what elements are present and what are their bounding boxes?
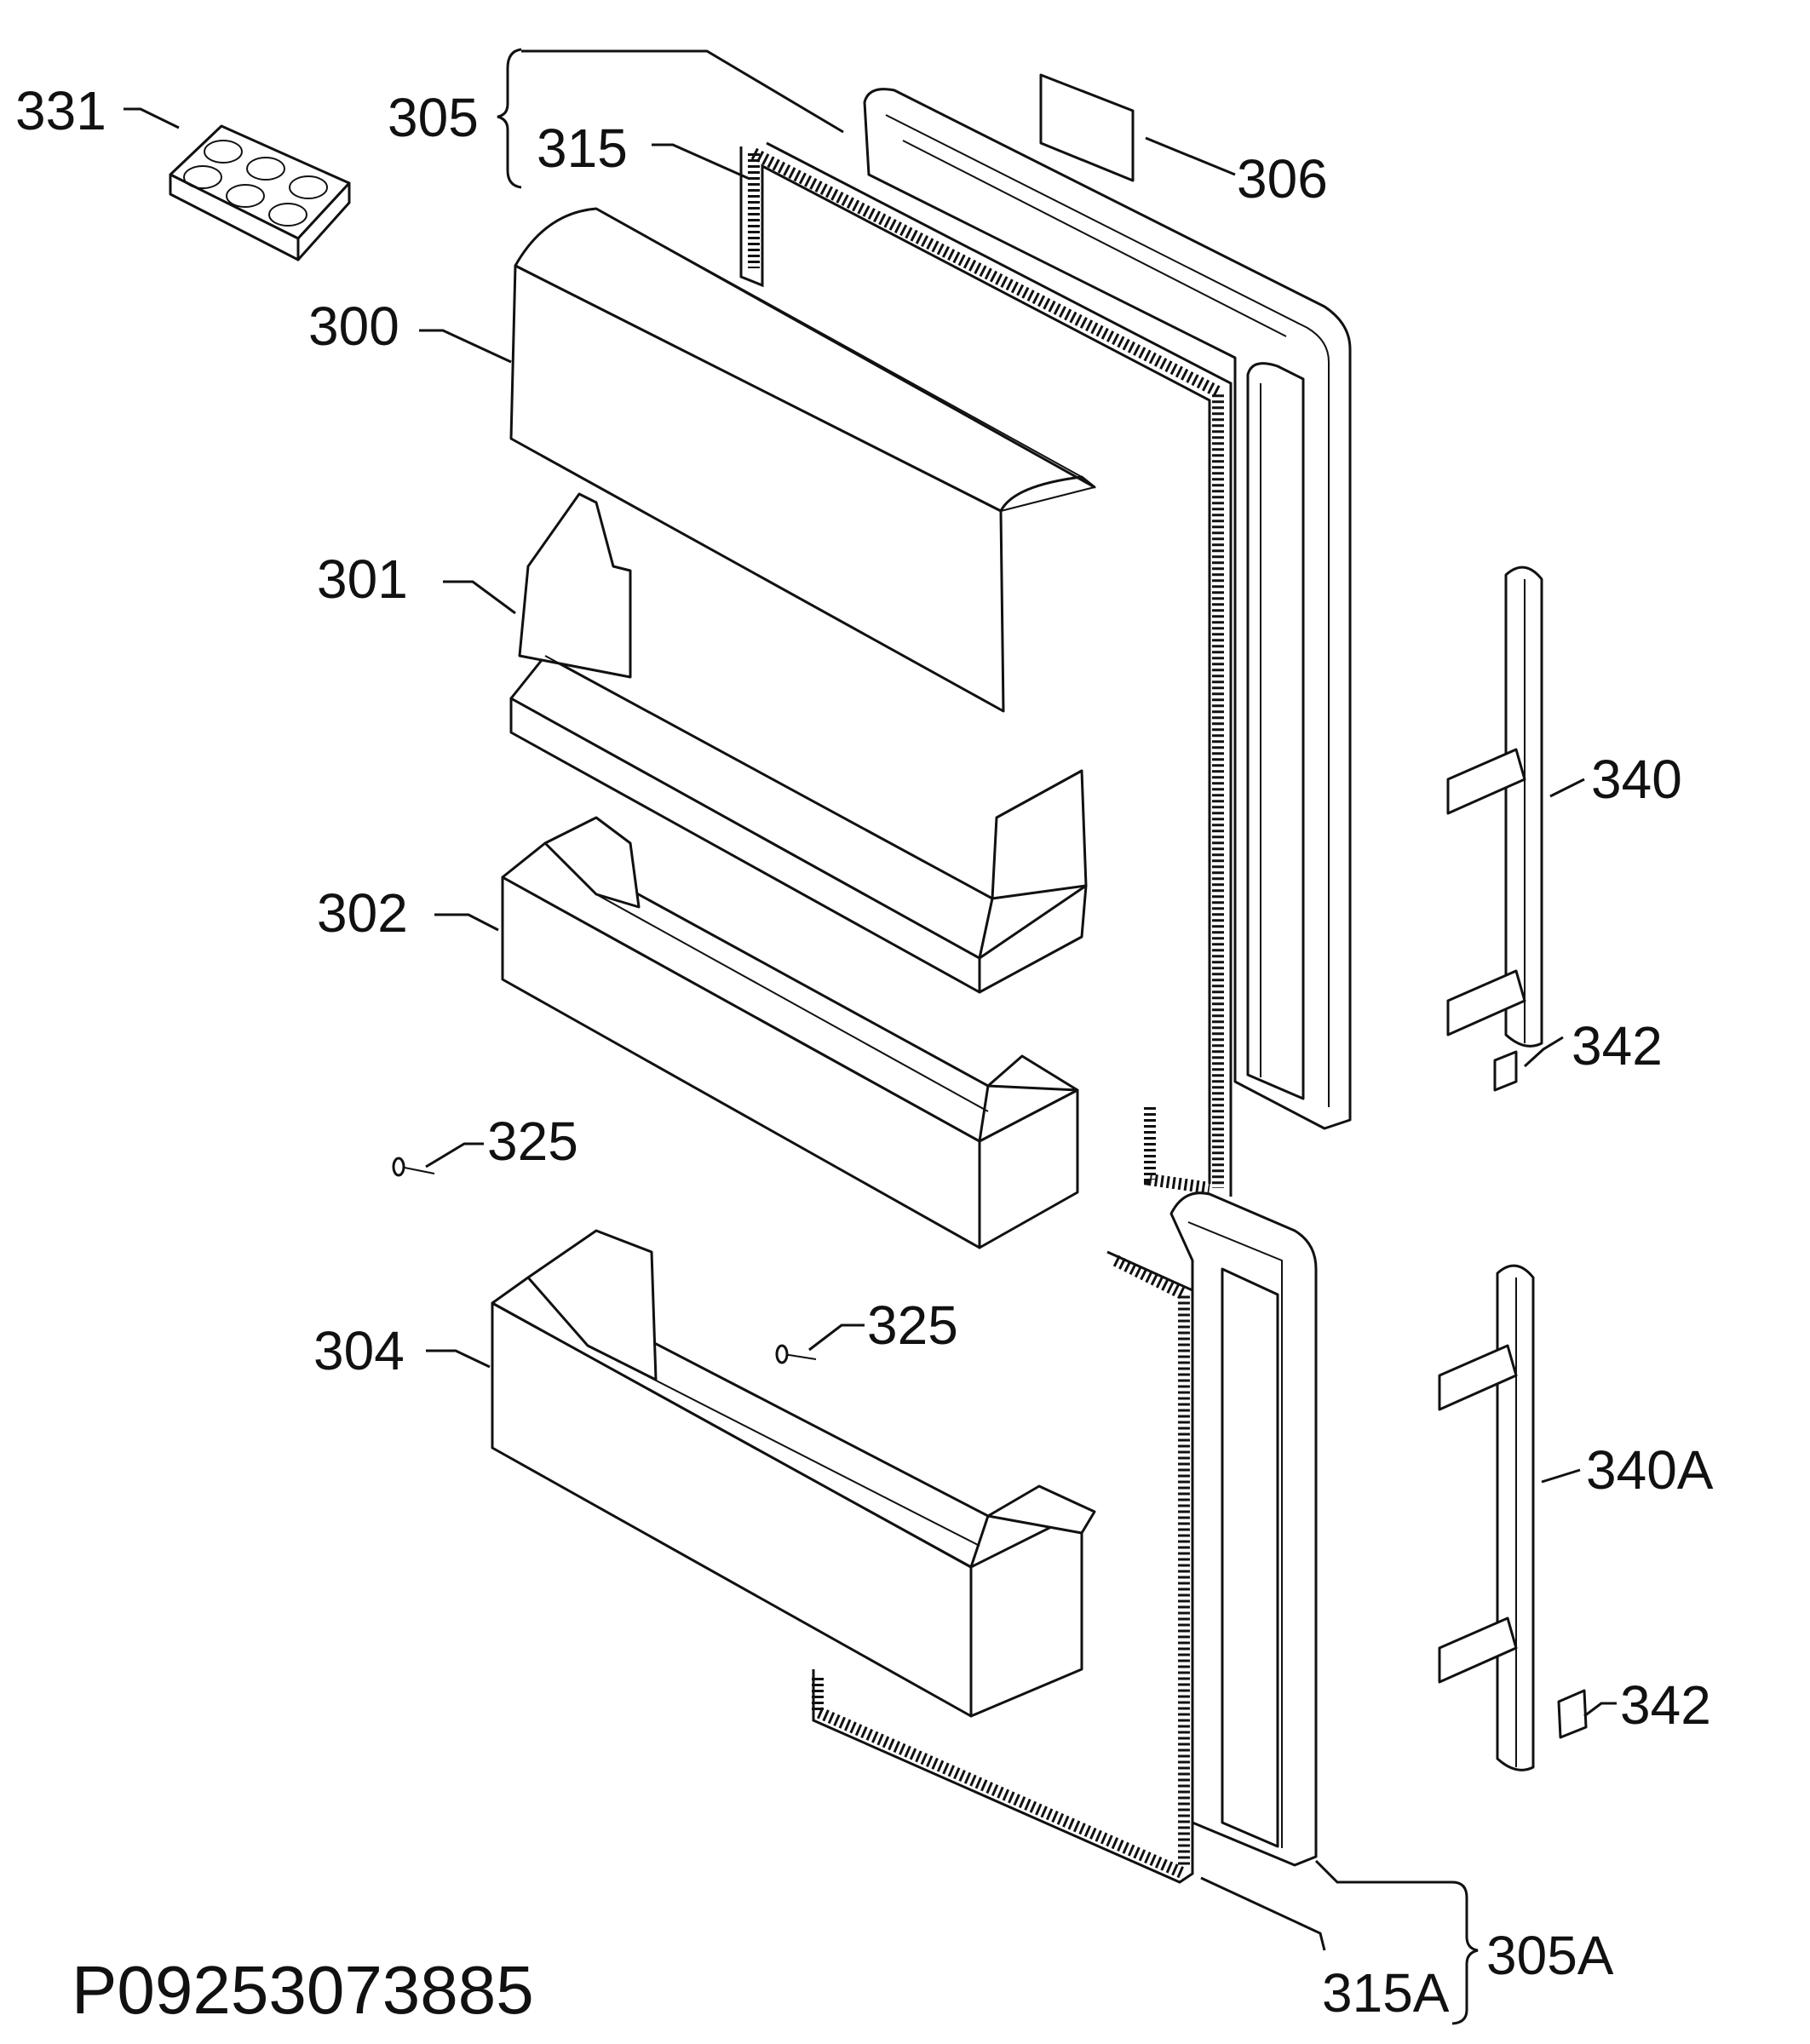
- callout-340A: 340A: [1586, 1439, 1714, 1501]
- label-plate-part: [1039, 73, 1135, 182]
- screw-middle-part: [775, 1344, 817, 1364]
- screw-left-part: [392, 1157, 435, 1177]
- callout-325-left: 325: [487, 1111, 578, 1172]
- callout-315: 315: [537, 118, 628, 179]
- callout-331: 331: [15, 80, 106, 141]
- upper-handle-part: [1446, 566, 1543, 1048]
- document-id: P09253073885: [72, 1952, 534, 2028]
- callout-301: 301: [317, 548, 408, 610]
- lower-clip-part: [1557, 1689, 1588, 1739]
- callout-304: 304: [313, 1320, 405, 1381]
- upper-door-part: [863, 88, 1352, 1130]
- callout-325-middle: 325: [867, 1295, 958, 1356]
- callout-342-top: 342: [1572, 1015, 1663, 1077]
- lower-door-bin-part: [491, 1229, 1096, 1718]
- upper-door-gasket-part: [739, 141, 1233, 1197]
- callout-315A: 315A: [1322, 1962, 1450, 2024]
- lower-door-part: [1169, 1191, 1318, 1867]
- callout-342-bottom: 342: [1620, 1674, 1711, 1736]
- callout-302: 302: [317, 882, 408, 944]
- leader-lines: [124, 48, 1617, 2025]
- middle-door-bin-part: [501, 816, 1079, 1249]
- upper-door-bin-part: [509, 492, 1088, 994]
- upper-clip-part: [1493, 1050, 1518, 1092]
- lower-door-gasket-part: [812, 1250, 1194, 1884]
- egg-tray-part: [169, 124, 351, 261]
- callout-306: 306: [1237, 148, 1328, 210]
- callout-305A: 305A: [1486, 1925, 1614, 1986]
- callout-340: 340: [1591, 749, 1682, 810]
- lower-handle-part: [1438, 1264, 1535, 1771]
- shelf-cover-part: [509, 207, 1096, 713]
- callout-305: 305: [388, 87, 479, 148]
- callout-300: 300: [308, 296, 399, 357]
